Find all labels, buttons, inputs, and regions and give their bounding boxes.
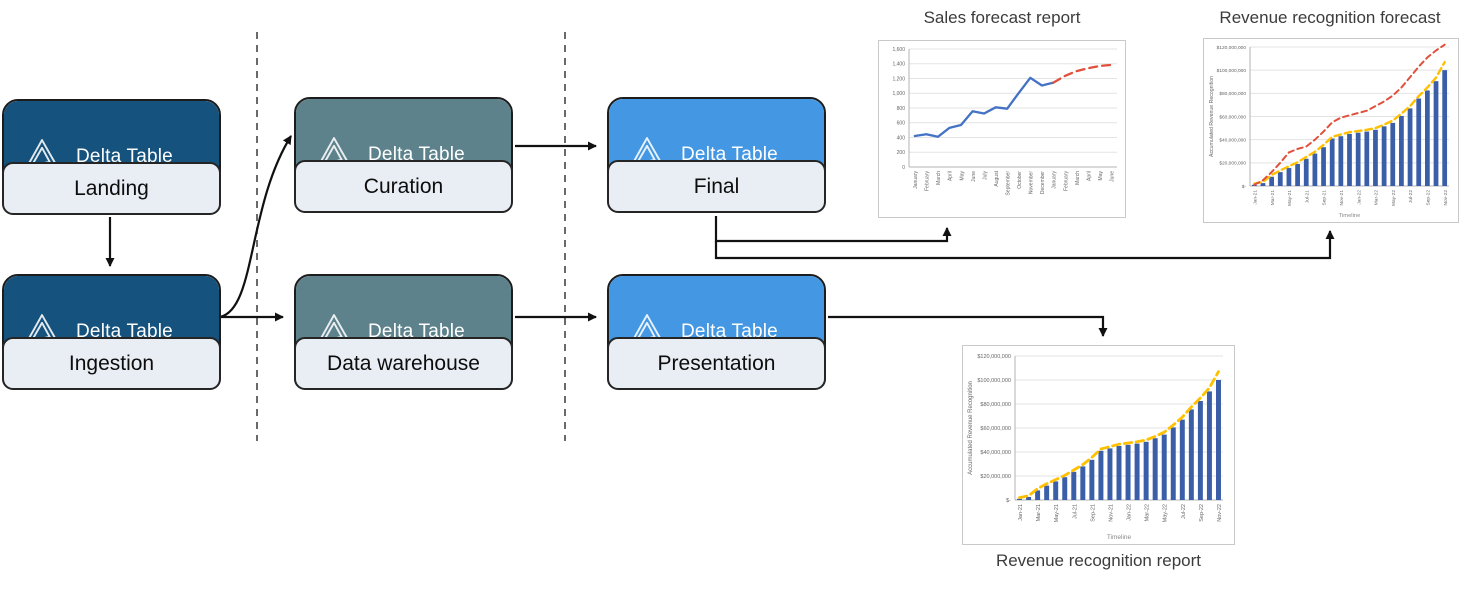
svg-text:$-: $- — [1242, 184, 1247, 190]
svg-text:Jan-22: Jan-22 — [1127, 504, 1133, 521]
svg-text:Sep-22: Sep-22 — [1199, 504, 1205, 522]
svg-text:$120,000,000: $120,000,000 — [977, 354, 1011, 360]
svg-text:1,600: 1,600 — [892, 47, 905, 53]
svg-text:May-22: May-22 — [1163, 504, 1169, 522]
svg-text:$100,000,000: $100,000,000 — [977, 378, 1011, 384]
svg-text:Accumulated Revenue Recognitio: Accumulated Revenue Recognition — [1209, 76, 1215, 157]
svg-text:0: 0 — [902, 165, 905, 171]
svg-text:$40,000,000: $40,000,000 — [1219, 137, 1246, 143]
svg-text:800: 800 — [897, 106, 906, 112]
node-ingestion-label: Ingestion — [2, 337, 221, 390]
svg-text:April: April — [948, 171, 954, 181]
svg-text:$-: $- — [1006, 498, 1011, 504]
svg-text:January: January — [913, 171, 919, 189]
svg-text:May: May — [959, 171, 965, 181]
node-ingestion: Delta Table Ingestion — [2, 274, 221, 390]
svg-text:March: March — [1075, 171, 1081, 185]
node-presentation: Delta Table Presentation — [607, 274, 826, 390]
svg-text:$20,000,000: $20,000,000 — [1219, 161, 1246, 167]
node-presentation-label: Presentation — [607, 337, 826, 390]
node-landing-label: Landing — [2, 162, 221, 215]
svg-text:May-22: May-22 — [1391, 190, 1397, 206]
svg-text:July: July — [982, 171, 988, 180]
svg-text:December: December — [1040, 171, 1046, 194]
sales-forecast-chart-title: Sales forecast report — [923, 8, 1081, 27]
node-curation-title: Delta Table — [368, 144, 465, 165]
svg-text:Timeline: Timeline — [1339, 213, 1361, 219]
svg-text:1,000: 1,000 — [892, 91, 905, 97]
svg-text:Timeline: Timeline — [1107, 534, 1132, 541]
svg-text:1,400: 1,400 — [892, 62, 905, 68]
svg-text:May-21: May-21 — [1054, 504, 1060, 522]
svg-text:Mar-22: Mar-22 — [1145, 504, 1151, 521]
svg-text:$100,000,000: $100,000,000 — [1217, 68, 1247, 74]
node-final: Delta Table Final — [607, 97, 826, 213]
svg-text:June: June — [971, 171, 977, 182]
svg-text:Sep-21: Sep-21 — [1322, 190, 1328, 206]
svg-text:May-21: May-21 — [1287, 190, 1293, 206]
svg-text:200: 200 — [897, 150, 906, 156]
node-curation-label: Curation — [294, 160, 513, 213]
svg-text:Nov-21: Nov-21 — [1108, 504, 1114, 522]
svg-text:Jan-22: Jan-22 — [1356, 190, 1362, 205]
svg-text:February: February — [1063, 171, 1069, 192]
node-data-warehouse-label: Data warehouse — [294, 337, 513, 390]
svg-text:November: November — [1029, 171, 1035, 194]
node-data-warehouse: Delta Table Data warehouse — [294, 274, 513, 390]
svg-text:Accumulated Revenue Recognitio: Accumulated Revenue Recognition — [968, 381, 974, 475]
node-presentation-title: Delta Table — [681, 321, 778, 342]
svg-text:Jul-21: Jul-21 — [1304, 190, 1310, 203]
svg-text:June: June — [1109, 171, 1115, 182]
svg-text:Jan-21: Jan-21 — [1018, 504, 1024, 521]
revenue-forecast-chart: $- $20,000,000 $40,000,000 $60,000,000 $80,0… — [1203, 38, 1459, 223]
svg-text:Jul-21: Jul-21 — [1072, 504, 1078, 519]
svg-text:May: May — [1098, 171, 1104, 181]
svg-text:Jul-22: Jul-22 — [1408, 190, 1414, 203]
svg-text:Sep-21: Sep-21 — [1090, 504, 1096, 522]
arrow-presentation-to-report-chart — [828, 315, 1108, 337]
svg-text:February: February — [925, 171, 931, 192]
node-final-title: Delta Table — [681, 144, 778, 165]
svg-text:400: 400 — [897, 135, 906, 141]
svg-text:Mar-22: Mar-22 — [1374, 190, 1380, 206]
svg-text:Nov-22: Nov-22 — [1217, 504, 1223, 522]
svg-text:Jul-22: Jul-22 — [1181, 504, 1187, 519]
node-data-warehouse-title: Delta Table — [368, 321, 465, 342]
arrow-final-to-sales-chart — [714, 216, 952, 243]
svg-text:Mar-21: Mar-21 — [1036, 504, 1042, 521]
svg-text:$60,000,000: $60,000,000 — [1219, 114, 1246, 120]
svg-text:Jan-21: Jan-21 — [1252, 190, 1258, 205]
node-curation: Delta Table Curation — [294, 97, 513, 213]
arrow-ingestion-to-curation — [219, 135, 292, 319]
svg-text:$40,000,000: $40,000,000 — [980, 450, 1011, 456]
svg-text:$60,000,000: $60,000,000 — [980, 426, 1011, 432]
node-ingestion-title: Delta Table — [76, 321, 173, 342]
revenue-report-chart: $- $20,000,000 $40,000,000 $60,000,000 $80,0… — [962, 345, 1235, 545]
svg-text:September: September — [1005, 171, 1011, 196]
svg-text:$120,000,000: $120,000,000 — [1217, 45, 1247, 51]
svg-text:$80,000,000: $80,000,000 — [980, 402, 1011, 408]
svg-text:Nov-21: Nov-21 — [1339, 190, 1345, 206]
svg-text:March: March — [936, 171, 942, 185]
arrow-final-to-forecast-chart — [714, 230, 1335, 260]
node-final-label: Final — [607, 160, 826, 213]
svg-text:$80,000,000: $80,000,000 — [1219, 91, 1246, 97]
svg-text:600: 600 — [897, 121, 906, 127]
node-landing: Delta Table Landing — [2, 99, 221, 215]
node-landing-title: Delta Table — [76, 146, 173, 167]
svg-text:Nov-22: Nov-22 — [1443, 190, 1449, 206]
svg-text:August: August — [994, 170, 1000, 186]
svg-text:October: October — [1017, 171, 1023, 189]
svg-text:1,200: 1,200 — [892, 76, 905, 82]
svg-text:January: January — [1052, 171, 1058, 189]
revenue-forecast-chart-title: Revenue recognition forecast — [1219, 8, 1441, 27]
svg-text:Mar-21: Mar-21 — [1270, 190, 1276, 206]
svg-text:Sep-22: Sep-22 — [1426, 190, 1432, 206]
svg-text:April: April — [1086, 171, 1092, 181]
svg-text:$20,000,000: $20,000,000 — [980, 474, 1011, 480]
revenue-report-chart-title: Revenue recognition report — [995, 551, 1202, 570]
